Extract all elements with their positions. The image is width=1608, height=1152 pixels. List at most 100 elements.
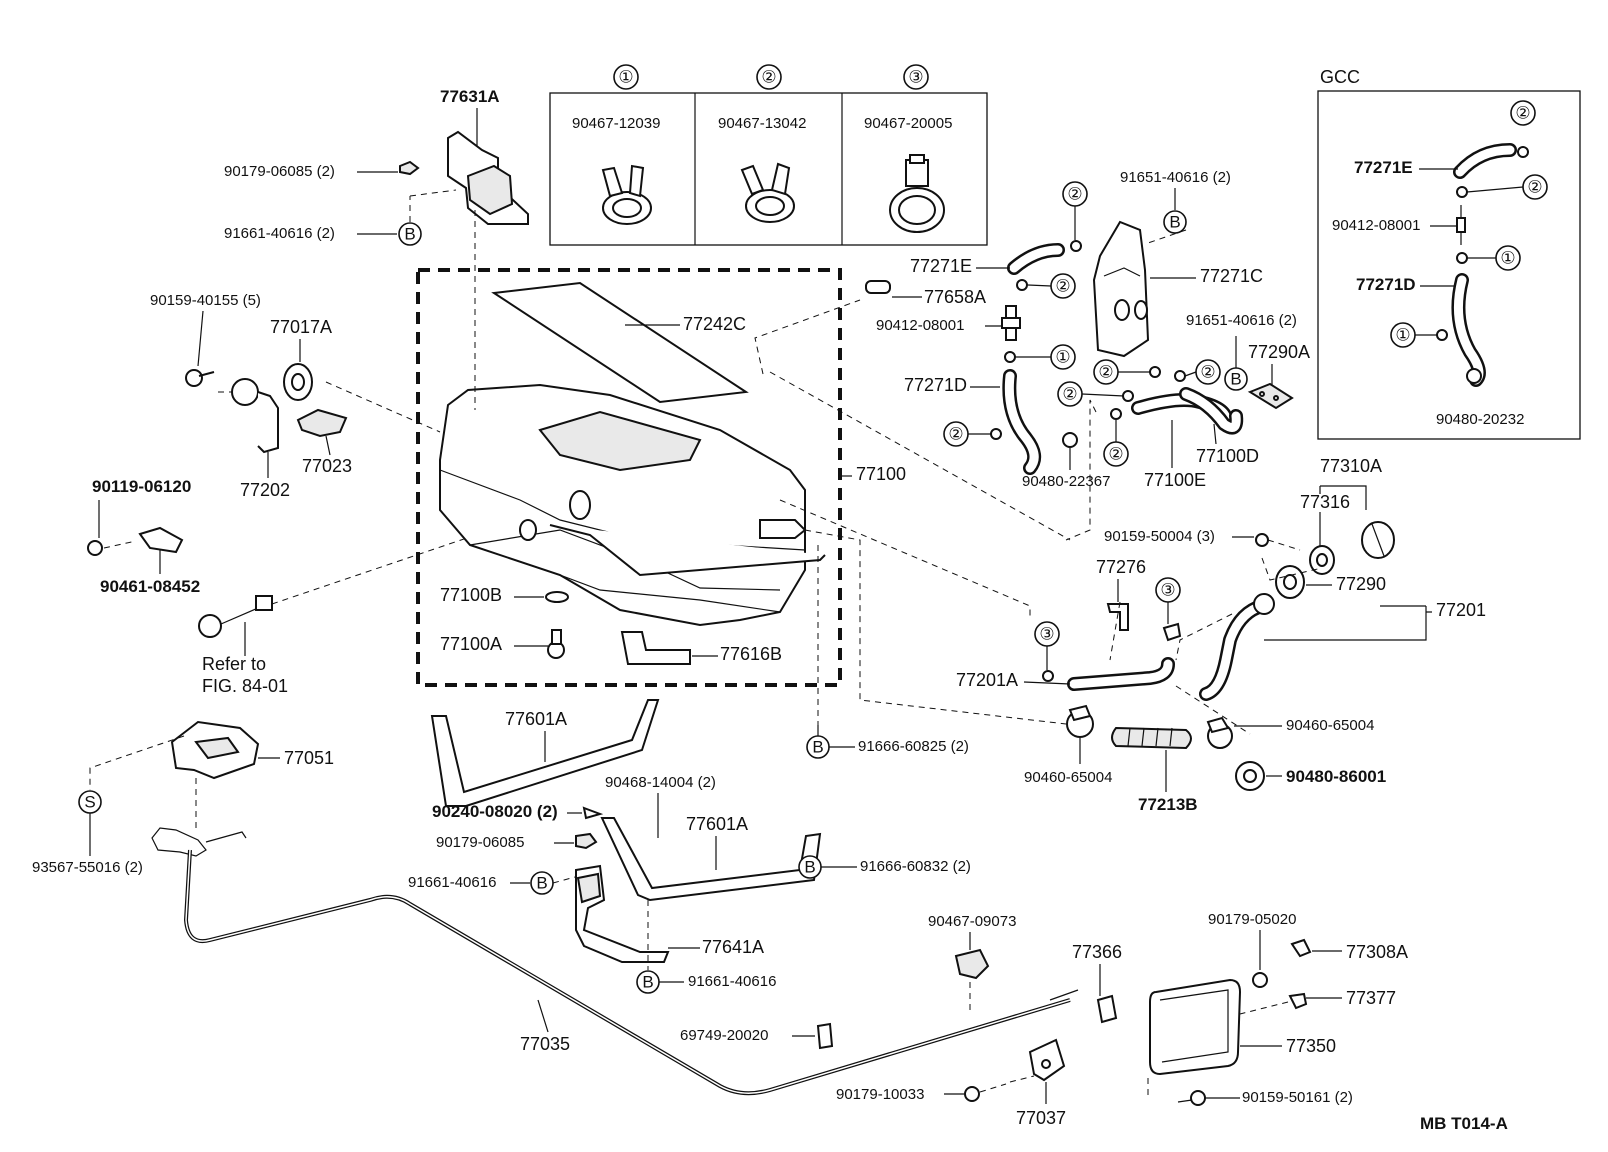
svg-text:①: ①	[1055, 348, 1070, 367]
ref-2-hose-e: ②	[1050, 273, 1076, 299]
label-77276: 77276	[1096, 557, 1146, 577]
label-77631A: 77631A	[440, 87, 500, 106]
svg-text:①: ①	[1395, 326, 1410, 345]
label-77100B: 77100B	[440, 585, 502, 605]
ref-b-canister-mid: B	[1224, 367, 1248, 391]
svg-text:②: ②	[1062, 385, 1077, 404]
svg-text:②: ②	[1527, 178, 1542, 197]
svg-text:②: ②	[1200, 363, 1215, 382]
ref-b-strap-lower: B	[798, 855, 822, 879]
lid-opener-cable: 77051 S 93567-55016 (2) 77035 69749-2002…	[32, 720, 1071, 1096]
label-91651-40616-2-mid: 91651-40616 (2)	[1186, 312, 1297, 329]
label-90179-05020: 90179-05020	[1208, 911, 1296, 928]
svg-text:③: ③	[908, 68, 923, 87]
label-91661-40616: 91661-40616	[408, 874, 496, 891]
clamp-drawing-3	[889, 154, 945, 233]
label-91661-40616-base: 91661-40616	[688, 973, 776, 990]
svg-text:B: B	[404, 225, 415, 244]
ref-3-neck-b: ③	[1034, 621, 1060, 647]
svg-text:B: B	[1230, 370, 1241, 389]
svg-text:B: B	[804, 858, 815, 877]
label-fig-84-01: FIG. 84-01	[202, 676, 288, 696]
ref-b-bracket-base: B	[636, 970, 660, 994]
ref-2-hose-e-4: ②	[1103, 441, 1129, 467]
svg-text:②: ②	[761, 68, 776, 87]
label-77213B: 77213B	[1138, 795, 1198, 814]
svg-text:②: ②	[1067, 185, 1082, 204]
ref-s-screw: S	[78, 790, 102, 814]
tank-pad-77242C	[491, 281, 749, 404]
label-77202: 77202	[240, 480, 290, 500]
svg-text:B: B	[812, 738, 823, 757]
svg-text:②: ②	[1098, 363, 1113, 382]
fuel-lid-parts: 90467-09073 77366 90179-10033 77037 9017…	[836, 911, 1408, 1128]
label-77100: 77100	[856, 464, 906, 484]
label-77641A: 77641A	[702, 937, 764, 957]
label-93567-55016-2: 93567-55016 (2)	[32, 859, 143, 876]
label-90460-65004-right: 90460-65004	[1286, 717, 1374, 734]
gcc-label-90480-20232: 90480-20232	[1436, 411, 1524, 428]
label-77100E: 77100E	[1144, 470, 1206, 490]
ref-b-bracket-lower: B	[530, 871, 554, 895]
label-90179-06085: 90179-06085	[436, 834, 524, 851]
svg-text:③: ③	[1160, 581, 1175, 600]
clamp-ref-1: ①	[613, 64, 639, 90]
gcc-ref-1b: ①	[1390, 322, 1416, 348]
label-90460-65004-left: 90460-65004	[1024, 769, 1112, 786]
label-77350: 77350	[1286, 1036, 1336, 1056]
clamp-legend: ① ② ③ 90467-12039 90467-13042 90467-2000…	[549, 64, 988, 246]
label-77658A: 77658A	[924, 287, 986, 307]
clamp-ref-3: ③	[903, 64, 929, 90]
label-77308A: 77308A	[1346, 942, 1408, 962]
label-77616B: 77616B	[720, 644, 782, 664]
left-upper-parts: 77631A 90179-06085 (2) 91661-40616 (2) B…	[87, 87, 529, 696]
label-77017A: 77017A	[270, 317, 332, 337]
label-refer-to: Refer to	[202, 654, 266, 674]
label-90179-10033: 90179-10033	[836, 1086, 924, 1103]
label-77051: 77051	[284, 748, 334, 768]
label-77290: 77290	[1336, 574, 1386, 594]
ref-b-bracket-bolt: B	[398, 222, 422, 246]
label-77242C: 77242C	[683, 314, 746, 334]
clamp-drawing-1	[601, 164, 652, 225]
label-77023: 77023	[302, 456, 352, 476]
label-90412-08001: 90412-08001	[876, 317, 964, 334]
svg-text:B: B	[1169, 213, 1180, 232]
label-91666-60832-2: 91666-60832 (2)	[860, 858, 971, 875]
label-91666-60825-2: 91666-60825 (2)	[858, 738, 969, 755]
gcc-title: GCC	[1320, 67, 1360, 87]
svg-text:③: ③	[1039, 625, 1054, 644]
gcc-label-77271D: 77271D	[1356, 275, 1416, 294]
fuel-tank-assembly: 77242C 77658A 77100 77100B 77100A 77616B	[416, 210, 986, 725]
label-77100A: 77100A	[440, 634, 502, 654]
label-77271E: 77271E	[910, 256, 972, 276]
filler-neck-parts: 77310A 77316 90159-50004 (3) 77290 77201…	[779, 456, 1486, 814]
ref-2-hose-e-2: ②	[1195, 359, 1221, 385]
label-91651-40616-2-top: 91651-40616 (2)	[1120, 169, 1231, 186]
label-90467-09073: 90467-09073	[928, 913, 1016, 930]
gcc-ref-2b: ②	[1522, 174, 1548, 200]
label-90480-86001: 90480-86001	[1286, 767, 1386, 786]
svg-text:②: ②	[1515, 104, 1530, 123]
ref-1-hose-d: ①	[1050, 344, 1076, 370]
ref-2-canister: ②	[1062, 181, 1088, 207]
label-77271D: 77271D	[904, 375, 967, 395]
label-77601A-upper: 77601A	[505, 709, 567, 729]
svg-text:①: ①	[1500, 249, 1515, 268]
ref-2-hose-e-3: ②	[1057, 381, 1083, 407]
label-90179-06085-2: 90179-06085 (2)	[224, 163, 335, 180]
svg-text:①: ①	[618, 68, 633, 87]
ref-2-hose-d: ②	[943, 421, 969, 447]
ref-b-strap-upper: B	[806, 735, 830, 759]
clamp-ref-2: ②	[756, 64, 782, 90]
clamp-part-1: 90467-12039	[572, 115, 660, 132]
label-90480-22367: 90480-22367	[1022, 473, 1110, 490]
label-77201A: 77201A	[956, 670, 1018, 690]
svg-text:②: ②	[1108, 445, 1123, 464]
label-90461-08452: 90461-08452	[100, 577, 200, 596]
clamp-part-2: 90467-13042	[718, 115, 806, 132]
gcc-ref-1a: ①	[1495, 245, 1521, 271]
svg-text:B: B	[536, 874, 547, 893]
label-77316: 77316	[1300, 492, 1350, 512]
